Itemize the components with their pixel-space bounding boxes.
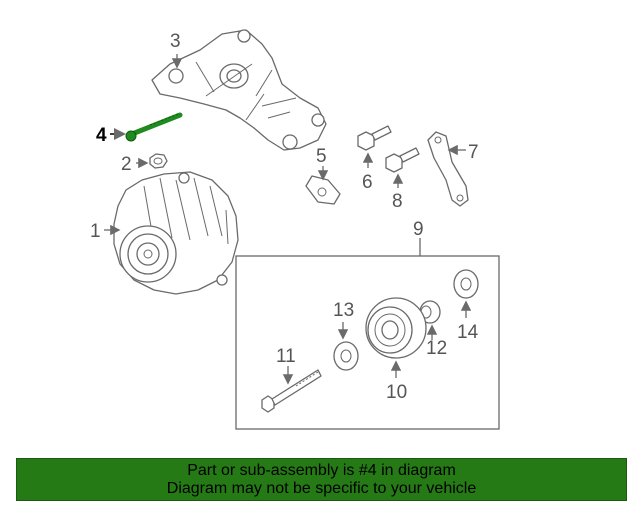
bracket-part-3[interactable]	[151, 29, 327, 151]
callout-8: 8	[392, 191, 403, 212]
bolt-part-11[interactable]	[261, 369, 322, 413]
callout-1: 1	[90, 221, 101, 242]
plate-part-5[interactable]	[305, 175, 341, 205]
bolt-part-8[interactable]	[385, 147, 420, 173]
callout-9: 9	[413, 219, 424, 240]
strap-bracket-part-7[interactable]	[427, 131, 469, 207]
callout-6: 6	[362, 172, 373, 193]
callout-7: 7	[468, 142, 479, 163]
info-banner: Part or sub-assembly is #4 in diagram Di…	[16, 458, 627, 501]
kit-box-part-9	[235, 238, 500, 430]
callout-14: 14	[457, 322, 479, 343]
callout-10: 10	[386, 382, 407, 403]
callout-3: 3	[170, 31, 181, 52]
banner-line-2: Diagram may not be specific to your vehi…	[166, 480, 477, 497]
nut-part-2[interactable]	[149, 153, 168, 169]
callout-12: 12	[426, 338, 447, 359]
callout-11: 11	[276, 346, 296, 367]
callout-5: 5	[316, 146, 327, 167]
callout-13: 13	[333, 300, 354, 321]
pulley-part-10[interactable]	[365, 297, 427, 359]
alternator-part-1[interactable]	[113, 171, 239, 295]
parts-diagram: 3 4 2 1 5 6 8	[90, 29, 500, 430]
washer-part-14[interactable]	[453, 269, 479, 299]
bolt-part-4[interactable]	[125, 112, 183, 142]
bushing-part-12[interactable]	[419, 300, 441, 324]
banner-line-1: Part or sub-assembly is #4 in diagram	[187, 462, 456, 479]
callout-4: 4	[96, 125, 107, 146]
washer-part-13[interactable]	[333, 341, 359, 371]
callout-2: 2	[121, 154, 132, 175]
bolt-part-6[interactable]	[357, 125, 392, 151]
